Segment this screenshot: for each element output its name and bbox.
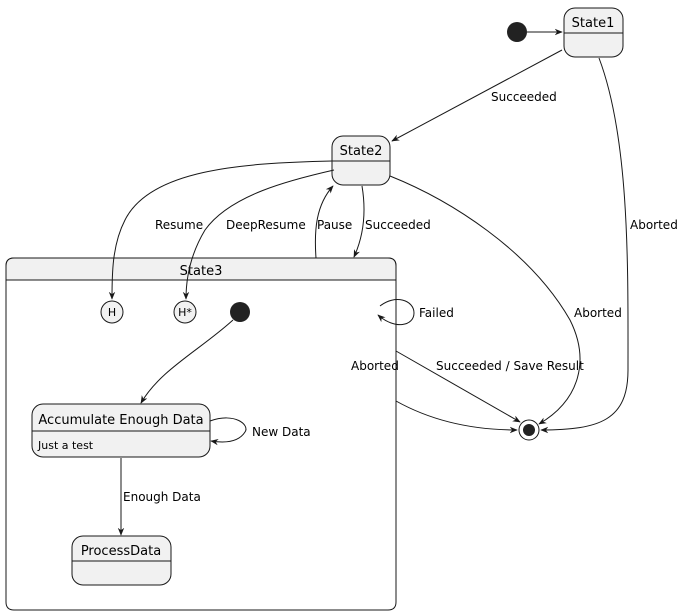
label-enough-data: Enough Data: [123, 490, 201, 504]
state2-box: State2: [331, 135, 391, 186]
label-aborted-1-end: Aborted: [630, 218, 678, 232]
deep-history-label: H*: [178, 306, 192, 319]
edge-state3-to-state2-pause: [314, 185, 334, 259]
edge-state3-to-final-succeeded: [395, 350, 521, 423]
edge-state1-to-final: [540, 57, 629, 434]
label-succeeded-2-3: Succeeded: [365, 218, 431, 232]
edge-state2-to-shallow-history: [108, 160, 333, 300]
state1-label: State1: [572, 16, 615, 31]
shallow-history-node: H: [100, 300, 124, 324]
process-state-label: ProcessData: [81, 544, 161, 559]
edge-state1-to-state2: [391, 49, 563, 142]
final-state: [518, 419, 540, 441]
label-aborted-3-end: Aborted: [351, 359, 399, 373]
label-succeeded-save-result: Succeeded / Save Result: [436, 359, 584, 373]
label-aborted-2-end: Aborted: [574, 306, 622, 320]
label-new-data: New Data: [252, 425, 311, 439]
accumulate-state-description: Just a test: [37, 439, 94, 452]
label-pause: Pause: [317, 218, 352, 232]
edge-inner-initial-to-accumulate: [140, 319, 234, 404]
label-succeeded-1-2: Succeeded: [491, 90, 557, 104]
edge-state3-failed-self-loop: [377, 299, 415, 325]
state3-title: State3: [180, 264, 223, 279]
label-failed: Failed: [419, 306, 454, 320]
label-deep-resume: DeepResume: [226, 218, 306, 232]
edge-accumulate-new-data-loop: [209, 417, 247, 446]
edge-state2-to-state3-succeeded: [353, 185, 365, 258]
edge-state2-to-final: [389, 175, 581, 425]
state2-label: State2: [340, 144, 383, 159]
label-resume: Resume: [155, 218, 203, 232]
initial-state-top: [507, 22, 527, 42]
edge-state2-to-deep-history: [182, 169, 335, 300]
accumulate-state-label: Accumulate Enough Data: [38, 413, 203, 428]
shallow-history-label: H: [108, 306, 116, 319]
state1-box: State1: [563, 7, 624, 58]
process-state-box: ProcessData: [71, 535, 172, 586]
accumulate-state-box: Accumulate Enough Data Just a test: [31, 403, 211, 458]
initial-state-inner: [230, 302, 250, 322]
deep-history-node: H*: [173, 300, 197, 324]
edge-state3-to-final-aborted: [395, 400, 518, 434]
